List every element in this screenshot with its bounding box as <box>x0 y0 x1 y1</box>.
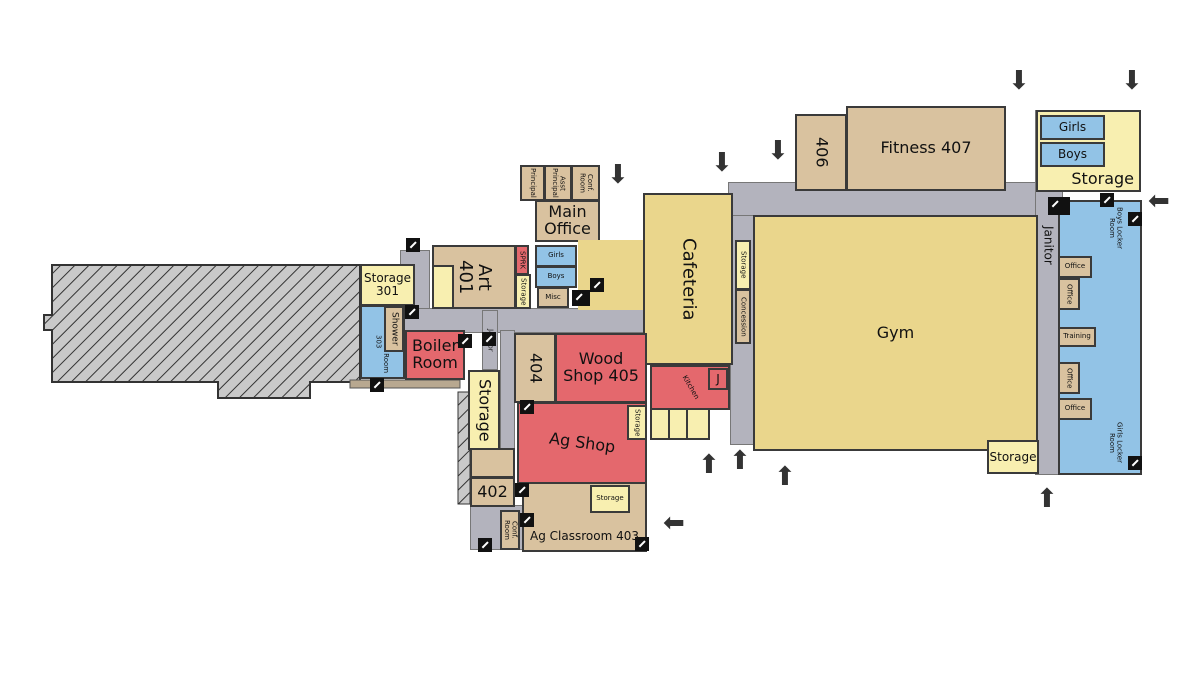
room-cafeteria[interactable]: Cafeteria <box>643 193 733 365</box>
entrance-arrow-icon: ⬇ <box>767 136 789 166</box>
entrance-arrow-icon: ⬅ <box>663 508 685 538</box>
door-icon <box>590 278 604 292</box>
room-conf-2[interactable]: Conf. Room <box>500 510 520 550</box>
door-icon <box>482 332 496 346</box>
room-conf[interactable]: Conf. Room <box>571 165 600 201</box>
door-icon <box>478 538 492 552</box>
room-404[interactable]: 404 <box>514 333 556 403</box>
entrance-arrow-icon: ⬆ <box>774 462 796 492</box>
door-icon <box>458 334 472 348</box>
room-wood-shop-405[interactable]: Wood Shop 405 <box>555 333 647 403</box>
entrance-arrow-icon: ⬇ <box>711 148 733 178</box>
room-402[interactable]: 402 <box>470 477 515 507</box>
room-fitness-407[interactable]: Fitness 407 <box>846 106 1006 191</box>
room-misc[interactable]: Misc <box>537 287 569 308</box>
room-office-4[interactable]: Office <box>1058 398 1092 420</box>
door-icon <box>515 483 529 497</box>
kitchen-storage-2 <box>668 408 688 440</box>
room-boiler[interactable]: Boiler Room <box>405 330 465 380</box>
entrance-arrow-icon: ⬆ <box>1036 484 1058 514</box>
room-storage-ag[interactable]: Storage <box>590 485 630 513</box>
restroom-girls-east[interactable]: Girls <box>1040 115 1105 140</box>
room-concession[interactable]: Concession <box>735 289 751 344</box>
door-icon <box>635 537 649 551</box>
entrance-arrow-icon: ⬆ <box>729 446 751 476</box>
kitchen-storage-1 <box>650 408 670 440</box>
room-sprk[interactable]: SPRK <box>515 245 529 275</box>
door-icon <box>1128 212 1142 226</box>
elevator-icon <box>1048 197 1070 215</box>
room-storage-shop[interactable]: Storage <box>627 405 647 440</box>
kitchen-storage-3 <box>686 408 710 440</box>
door-icon <box>520 513 534 527</box>
room-main-office[interactable]: Main Office <box>535 200 600 242</box>
room-shower[interactable]: Shower <box>384 306 404 352</box>
room-janitor[interactable]: Janitor <box>1041 225 1056 265</box>
room-training[interactable]: Training <box>1058 327 1096 347</box>
room-storage-se[interactable]: Storage <box>987 440 1039 474</box>
room-storage-301[interactable]: Storage 301 <box>360 264 415 306</box>
restroom-boys[interactable]: Boys <box>535 266 577 288</box>
entrance-arrow-icon: ⬅ <box>1148 186 1170 216</box>
room-storage-caf[interactable]: Storage <box>735 240 751 290</box>
entrance-arrow-icon: ⬆ <box>698 450 720 480</box>
door-icon <box>406 238 420 252</box>
door-icon <box>520 400 534 414</box>
room-principal[interactable]: Principal <box>520 165 545 201</box>
room-boys-locker[interactable]: Boys Locker Room <box>1100 205 1130 250</box>
room-ag-shop[interactable]: Ag Shop <box>517 402 647 484</box>
room-girls-locker[interactable]: Girls Locker Room <box>1100 420 1130 465</box>
door-icon <box>370 378 384 392</box>
entrance-arrow-icon: ⬇ <box>1121 66 1143 96</box>
door-icon <box>1128 456 1142 470</box>
entrance-arrow-icon: ⬇ <box>607 160 629 190</box>
door-icon <box>405 305 419 319</box>
room-storage-vertical[interactable]: Storage <box>468 370 500 450</box>
room-office-3[interactable]: Office <box>1058 362 1080 394</box>
room-406[interactable]: 406 <box>795 114 847 191</box>
door-icon <box>1100 193 1114 207</box>
room-office-2[interactable]: Office <box>1058 278 1080 310</box>
room-asst-principal[interactable]: Asst Principal <box>544 165 572 201</box>
art-storage-block <box>432 265 454 309</box>
room-storage-art[interactable]: Storage <box>515 274 531 309</box>
room-west-tan <box>470 448 515 478</box>
restroom-girls[interactable]: Girls <box>535 245 577 267</box>
room-j[interactable]: J <box>708 368 728 390</box>
elevator-icon <box>572 290 590 306</box>
restroom-boys-east[interactable]: Boys <box>1040 142 1105 167</box>
entrance-arrow-icon: ⬇ <box>1008 66 1030 96</box>
room-gym[interactable]: Gym <box>753 215 1038 451</box>
room-office-1[interactable]: Office <box>1058 256 1092 278</box>
